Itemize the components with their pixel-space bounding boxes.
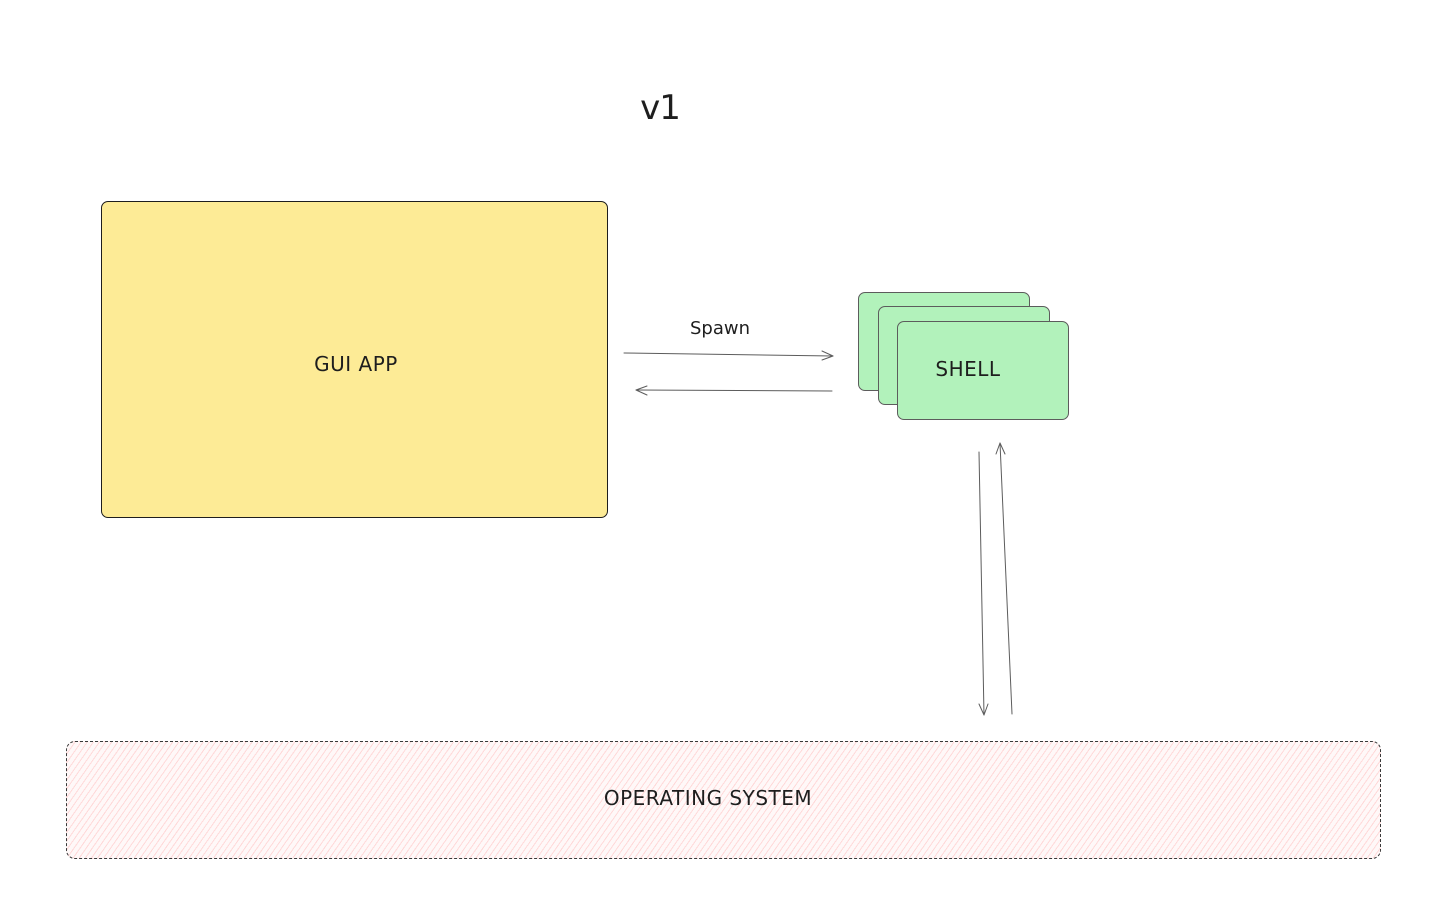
operating-system-box [66,741,1381,859]
spawn-arrow [623,350,834,361]
spawn-edge-label: Spawn [689,318,750,339]
shell-to-gui-arrow [635,385,833,396]
operating-system-label: OPERATING SYSTEM [603,786,813,810]
os-to-shell-arrow [995,442,1013,715]
diagram-title: v1 [640,88,681,128]
shell-card-front [897,321,1069,420]
gui-app-box [101,201,608,518]
shell-to-os-arrow [978,451,989,716]
gui-app-label: GUI APP [314,352,398,376]
shell-label: SHELL [935,357,1001,381]
